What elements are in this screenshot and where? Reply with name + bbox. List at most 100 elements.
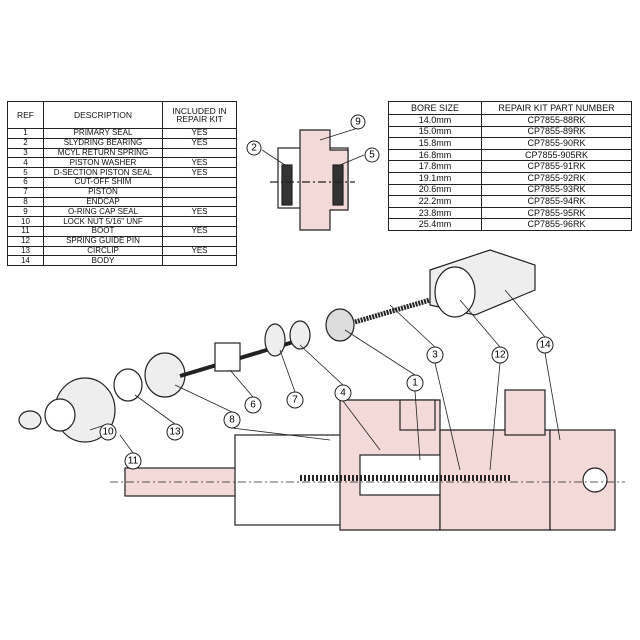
callout-4: 4 <box>334 384 352 402</box>
assembled-section <box>110 389 625 531</box>
included-cell <box>162 216 237 227</box>
ref-cell: 8 <box>7 196 44 208</box>
bore-size-cell: 22.2mm <box>388 195 482 208</box>
bore-size-cell: 19.1mm <box>388 171 482 185</box>
ref-cell: 9 <box>7 206 44 218</box>
description-cell: BODY <box>43 255 163 267</box>
bore-size-cell: 23.8mm <box>388 206 482 220</box>
svg-text:4: 4 <box>340 388 346 399</box>
included-cell <box>162 196 237 208</box>
part-number-cell: CP7855-90RK <box>481 137 632 150</box>
callout-8: 8 <box>223 411 241 429</box>
bore-size-cell: 16.8mm <box>388 148 482 162</box>
exploded-parts <box>18 249 536 443</box>
svg-text:11: 11 <box>128 456 139 467</box>
description-cell: SPRING GUIDE PIN <box>43 235 163 247</box>
description-cell: ENDCAP <box>43 196 163 208</box>
description-cell: CUT-OFF SHIM <box>43 176 163 188</box>
description-cell: SLYDRING BEARING <box>43 137 163 149</box>
callout-10: 10 <box>99 423 117 441</box>
ref-cell: 10 <box>7 216 44 227</box>
header-included: INCLUDED IN REPAIR KIT <box>162 101 237 129</box>
ref-cell: 3 <box>7 147 44 159</box>
callout-11: 11 <box>124 452 142 470</box>
parts-table: REF DESCRIPTION INCLUDED IN REPAIR KIT 1… <box>7 101 237 267</box>
ref-cell: 4 <box>7 157 44 169</box>
included-cell <box>162 235 237 247</box>
part-number-cell: CP7855-88RK <box>481 114 632 127</box>
included-cell: YES <box>162 157 237 169</box>
description-cell: D-SECTION PISTON SEAL <box>43 167 163 178</box>
callout-12: 12 <box>491 346 509 364</box>
circlip-13 <box>113 368 143 402</box>
part-number-cell: CP7855-96RK <box>481 218 632 231</box>
description-cell: PISTON WASHER <box>43 157 163 169</box>
part-number-cell: CP7855-905RK <box>481 148 632 162</box>
bore-size-cell: 17.8mm <box>388 160 482 173</box>
spring-3 <box>354 297 431 325</box>
bore-size-cell: 25.4mm <box>388 218 482 231</box>
included-cell: YES <box>162 137 237 149</box>
svg-text:9: 9 <box>355 117 361 128</box>
ref-cell: 6 <box>7 176 44 188</box>
part-number-cell: CP7855-93RK <box>481 183 632 197</box>
svg-text:3: 3 <box>432 350 438 361</box>
included-cell: YES <box>162 206 237 218</box>
ref-cell: 1 <box>7 128 44 139</box>
svg-text:2: 2 <box>251 143 257 154</box>
description-cell: CIRCLIP <box>43 245 163 257</box>
lock-nut-10 <box>18 410 42 430</box>
description-cell: LOCK NUT 5/16" UNF <box>43 216 163 227</box>
included-cell: YES <box>162 245 237 257</box>
description-cell: PISTON <box>43 186 163 198</box>
svg-text:13: 13 <box>169 427 181 438</box>
included-cell <box>162 147 237 159</box>
included-cell: YES <box>162 128 237 139</box>
callout-3: 3 <box>426 346 444 364</box>
svg-text:14: 14 <box>539 340 551 351</box>
leader-lines <box>89 127 561 471</box>
svg-text:8: 8 <box>229 415 235 426</box>
description-cell: O-RING CAP SEAL <box>43 206 163 218</box>
callout-6: 6 <box>244 396 262 414</box>
svg-text:10: 10 <box>102 427 114 438</box>
callout-9: 9 <box>350 114 366 130</box>
primary-seal-1 <box>325 308 355 342</box>
bore-size-cell: 15.0mm <box>388 125 482 139</box>
part-number-cell: CP7855-92RK <box>481 171 632 185</box>
ref-cell: 13 <box>7 245 44 257</box>
callout-7: 7 <box>286 391 304 409</box>
included-cell <box>162 186 237 198</box>
svg-text:7: 7 <box>292 395 298 406</box>
piston-washer-4 <box>289 320 311 350</box>
part-number-cell: CP7855-94RK <box>481 195 632 208</box>
ref-cell: 14 <box>7 255 44 267</box>
svg-text:6: 6 <box>250 400 256 411</box>
description-cell: PRIMARY SEAL <box>43 128 163 139</box>
part-number-cell: CP7855-89RK <box>481 125 632 139</box>
endcap-8 <box>144 352 186 398</box>
header-ref: REF <box>7 101 44 129</box>
callout-2: 2 <box>246 140 262 156</box>
included-cell: YES <box>162 167 237 178</box>
callout-1: 1 <box>406 374 424 392</box>
ref-cell: 12 <box>7 235 44 247</box>
seal-detail-drawing <box>270 129 355 231</box>
